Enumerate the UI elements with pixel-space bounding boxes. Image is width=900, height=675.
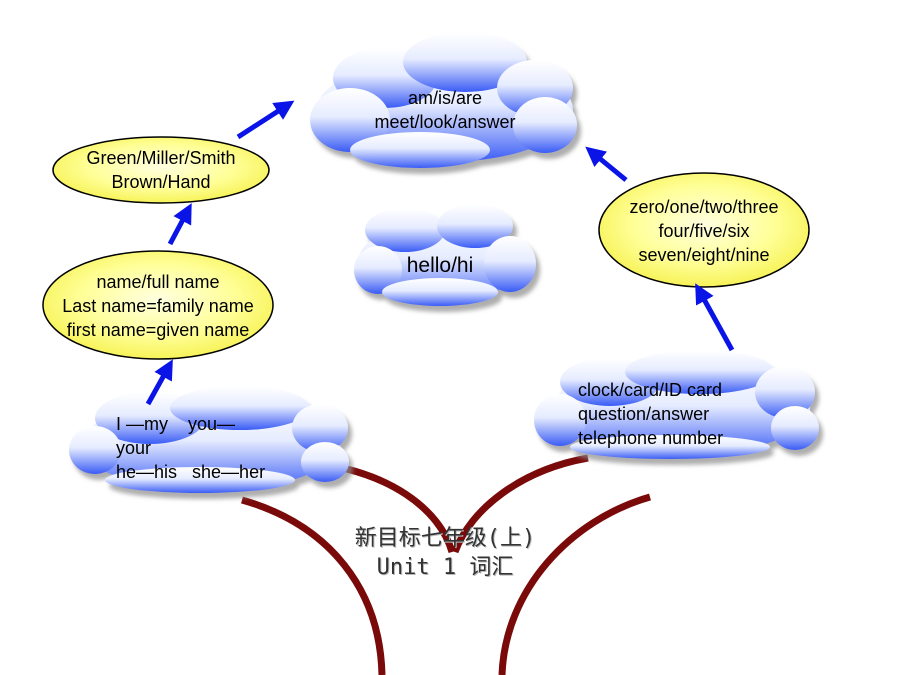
cloud-center (354, 204, 536, 306)
arrow-bottom-right-to-numbers (695, 283, 735, 352)
ellipse-numbers-text: zero/one/two/three four/five/six seven/e… (604, 195, 804, 267)
cloud-bottom-left-line-3: he—his she—her (116, 462, 266, 482)
cloud-bottom-right (534, 350, 819, 459)
diagram-title-line-1: 新目标七年级(上) (354, 526, 536, 551)
diagram-title-line-2: Unit 1 词汇 (376, 555, 514, 580)
cloud-bottom-right-text: clock/card/ID card question/answer telep… (578, 378, 798, 450)
ellipse-numbers-line-3: seven/eight/nine (638, 245, 770, 265)
cloud-bottom-right-line-2: question/answer (578, 404, 710, 424)
tree-trunk-right (498, 493, 651, 675)
ellipse-names-text: Green/Miller/Smith Brown/Hand (56, 146, 266, 194)
ellipse-name-types-text: name/full name Last name=family name fir… (40, 270, 276, 342)
ellipse-names-line-2: Brown/Hand (111, 172, 211, 192)
ellipse-name-types-line-3: first name=given name (66, 320, 250, 340)
tree-trunk-left (241, 496, 386, 675)
arrow-name-types-to-names (167, 203, 192, 246)
diagram-title: 新目标七年级(上) Unit 1 词汇 (300, 524, 590, 582)
tree-branches (241, 454, 651, 675)
ellipse-names (52, 136, 270, 204)
cloud-bottom-right-line-1: clock/card/ID card (578, 380, 723, 400)
tree-branch-right-upper (451, 454, 589, 554)
cloud-bottom-right-line-3: telephone number (578, 428, 724, 448)
cloud-top (310, 32, 577, 168)
cloud-bottom-left (69, 386, 349, 493)
cloud-top-line-2: meet/look/answer (374, 112, 516, 132)
ellipse-numbers-line-2: four/five/six (658, 221, 750, 241)
cloud-top-text: am/is/are meet/look/answer (330, 86, 560, 134)
ellipse-names-line-1: Green/Miller/Smith (86, 148, 236, 168)
cloud-top-line-1: am/is/are (407, 88, 483, 108)
cloud-center-line-1: hello/hi (406, 254, 474, 277)
cloud-bottom-left-line-1: I —my you— (116, 414, 236, 434)
cloud-center-text: hello/hi (380, 254, 500, 278)
ellipse-name-types (42, 250, 274, 360)
arrow-numbers-to-top-cloud (585, 146, 628, 182)
ellipse-name-types-line-2: Last name=family name (62, 296, 254, 316)
cloud-bottom-left-text: I —my you— your he—his she—her (116, 412, 326, 484)
arrows (145, 100, 735, 406)
ellipse-name-types-line-1: name/full name (96, 272, 220, 292)
cloud-bottom-left-line-2: your (116, 438, 152, 458)
arrow-bottom-left-to-name-types (145, 359, 173, 406)
arrow-names-to-top-cloud (236, 100, 295, 140)
ellipse-numbers-line-1: zero/one/two/three (629, 197, 779, 217)
